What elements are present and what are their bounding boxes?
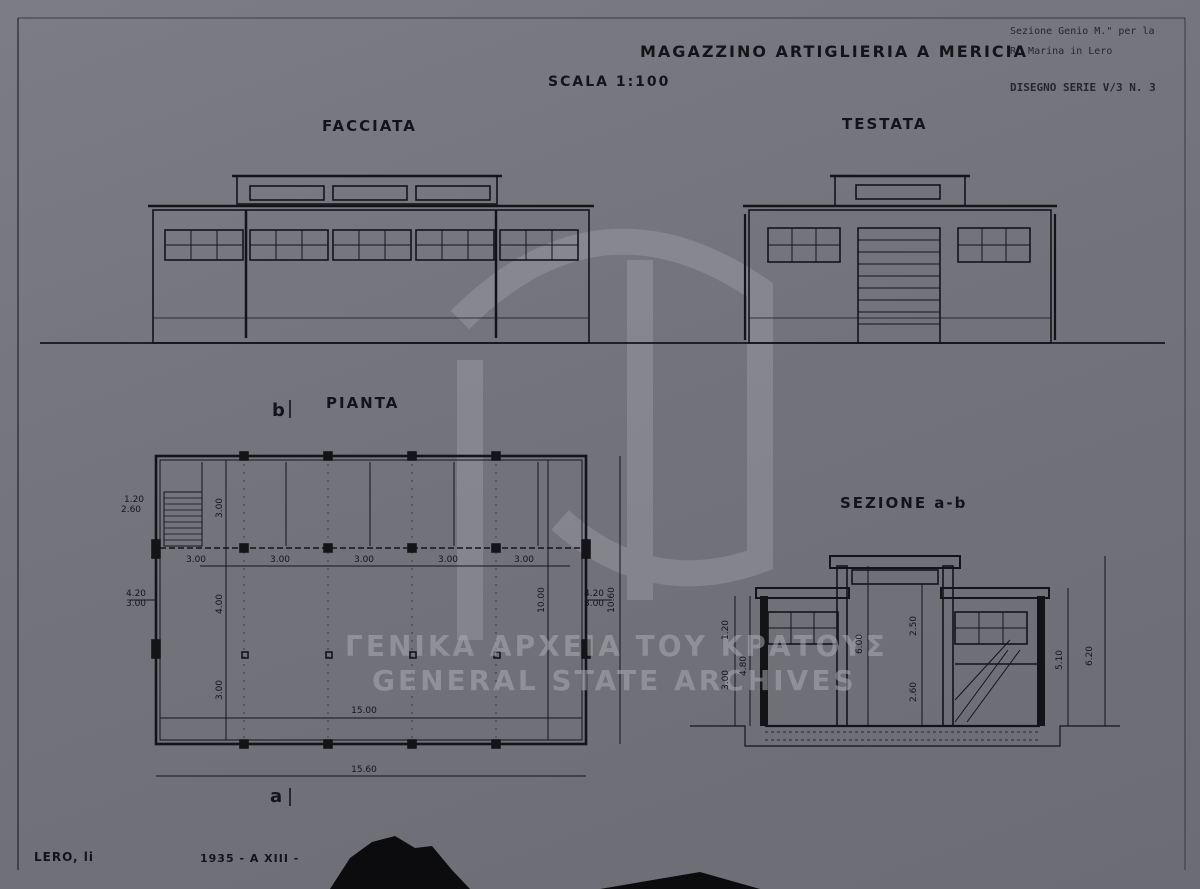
archive-stamp-line-2: R. Marina in Lero xyxy=(1010,46,1113,57)
floor-plan xyxy=(130,400,621,806)
dimension-label: 3.00 xyxy=(185,555,207,565)
footer-date: 1935 - A XIII - xyxy=(200,852,300,865)
dimension-label: 3.00 xyxy=(721,669,731,691)
footer-place: LERO, li xyxy=(34,850,94,864)
dimension-label: 3.00 xyxy=(583,599,605,609)
drawing-scale: SCALA 1:100 xyxy=(548,74,671,90)
archive-stamp-line-1: Sezione Genio M." per la xyxy=(1010,26,1155,37)
dimension-label: 15.00 xyxy=(351,706,377,716)
dimension-label: 1.20 xyxy=(123,495,145,505)
dimension-label: 4.20 xyxy=(583,589,605,599)
dimension-label: 3.00 xyxy=(125,599,147,609)
dimension-label: 4.80 xyxy=(739,655,749,677)
dimension-label: 2.60 xyxy=(909,681,919,703)
side-elevation xyxy=(743,174,1057,344)
dimension-label: 6.20 xyxy=(1085,645,1095,667)
dimension-label: 3.00 xyxy=(437,555,459,565)
torn-paper-damage-right xyxy=(600,872,760,889)
archive-emblem-watermark xyxy=(450,228,773,640)
dimension-label: 3.00 xyxy=(215,679,225,701)
dimension-label: 1.20 xyxy=(721,619,731,641)
torn-paper-damage xyxy=(330,836,470,889)
dimension-label: 10.00 xyxy=(537,587,547,613)
dimension-label: 15.60 xyxy=(351,765,377,775)
plan-view-label: PIANTA xyxy=(326,394,400,412)
cross-section xyxy=(690,555,1120,747)
watermark-greek: ΓΕΝΙΚΑ ΑΡΧΕΙΑ ΤΟΥ ΚΡΑΤΟΥΣ xyxy=(345,630,888,663)
dimension-label: 4.20 xyxy=(125,589,147,599)
dimension-label: 2.60 xyxy=(120,505,142,515)
front-view-label: FACCIATA xyxy=(322,117,417,135)
dimension-label: 3.00 xyxy=(215,497,225,519)
section-marker-b: b xyxy=(272,400,287,421)
drawing-reference: DISEGNO SERIE V/3 N. 3 xyxy=(1010,81,1156,94)
dimension-label: 10.60 xyxy=(607,587,617,613)
dimension-label: 4.00 xyxy=(215,593,225,615)
side-view-label: TESTATA xyxy=(842,115,928,133)
dimension-label: 3.00 xyxy=(353,555,375,565)
dimension-label: 5.10 xyxy=(1055,649,1065,671)
dimension-label: 2.50 xyxy=(909,615,919,637)
dimension-label: 3.00 xyxy=(513,555,535,565)
drawing-title: MAGAZZINO ARTIGLIERIA A MERICIA xyxy=(640,42,1028,61)
watermark-english: GENERAL STATE ARCHIVES xyxy=(372,664,857,697)
front-elevation xyxy=(40,174,1165,344)
dimension-label: 3.00 xyxy=(269,555,291,565)
section-view-label: SEZIONE a-b xyxy=(840,494,968,512)
section-marker-a: a xyxy=(270,786,285,807)
dimension-label: 6.00 xyxy=(855,633,865,655)
